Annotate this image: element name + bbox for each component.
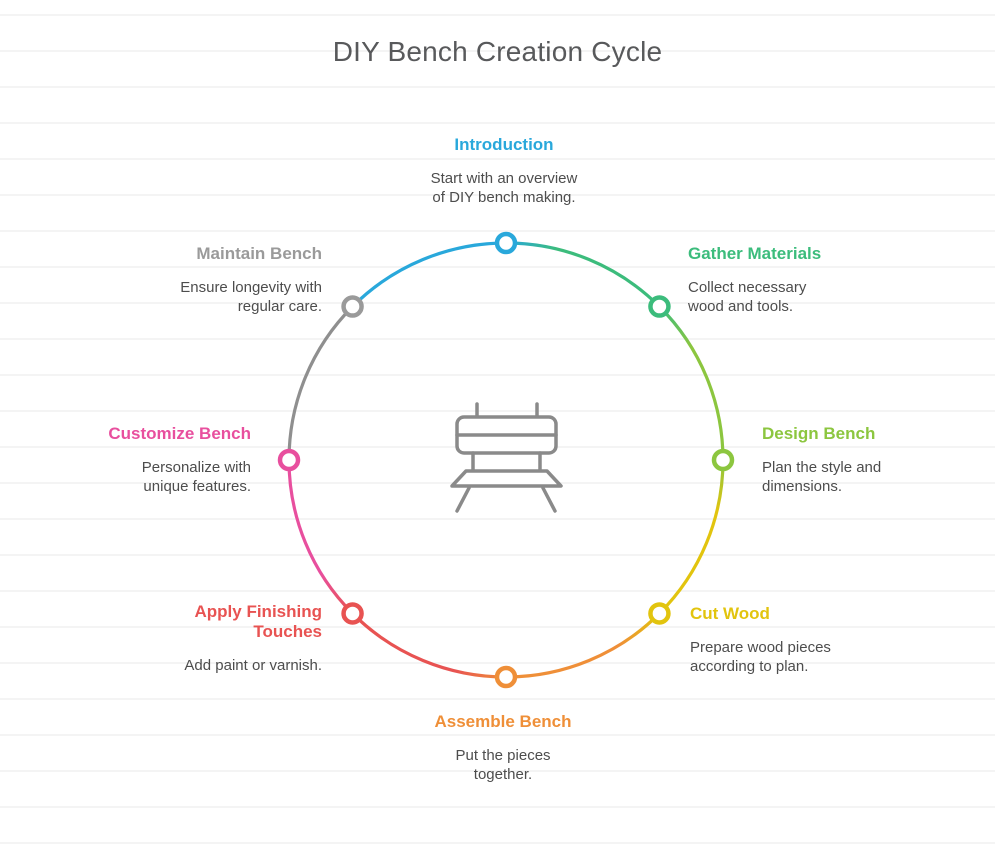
stage-description-line: according to plan.: [690, 658, 809, 675]
stage-node-design-bench: [711, 448, 735, 472]
cycle-nodes: [277, 231, 735, 689]
stage-title: Cut Wood: [690, 604, 770, 623]
stage-title: Introduction: [454, 135, 554, 154]
cycle-arcs: [287, 241, 725, 679]
page-title: DIY Bench Creation Cycle: [332, 36, 663, 67]
stage-description-line: Start with an overview: [430, 170, 578, 187]
stage-description-line: Personalize with: [141, 459, 251, 476]
stage-title: Apply Finishing Touches: [194, 602, 323, 641]
cycle-arc-segment: [351, 612, 507, 679]
stage-title: Assemble Bench: [434, 712, 572, 731]
cycle-arc-segment: [658, 459, 725, 615]
stage-title: Maintain Bench: [196, 244, 322, 263]
stage-title: Design Bench: [762, 424, 876, 443]
stage-node-cut-wood: [648, 602, 671, 625]
stage-node-customize-bench: [277, 448, 301, 472]
bench-icon: [450, 402, 563, 513]
cycle-arc-segment: [505, 241, 661, 308]
stage-node-assemble-bench: [494, 665, 518, 689]
stage-title: Customize Bench: [108, 424, 251, 443]
stage-node-introduction: [494, 231, 518, 255]
cycle-arc-segment: [658, 305, 725, 461]
stage-description-line: unique features.: [143, 478, 251, 495]
stage-description-line: Add paint or varnish.: [184, 657, 322, 674]
stage-description-line: Put the pieces: [455, 747, 551, 764]
stage-node-apply-finishing-touches: [341, 602, 364, 625]
cycle-arc-segment: [287, 305, 354, 461]
stage-description-line: Ensure longevity with: [180, 279, 322, 296]
cycle-arc-segment: [505, 612, 661, 679]
stage-description-line: of DIY bench making.: [432, 189, 576, 206]
stage-description-line: wood and tools.: [688, 298, 794, 315]
stage-node-maintain-bench: [341, 295, 364, 318]
stage-description-line: Plan the style and: [762, 459, 882, 476]
stage-description-line: Collect necessary: [688, 279, 807, 296]
bench-seat: [450, 469, 563, 488]
bench-leg-left: [455, 486, 471, 513]
cycle-arc-segment: [287, 459, 354, 615]
stage-description-line: dimensions.: [762, 478, 843, 495]
cycle-arc-segment: [351, 241, 507, 308]
stage-description-line: Prepare wood pieces: [690, 639, 831, 656]
stage-description-line: regular care.: [237, 298, 322, 315]
bench-leg-right: [541, 486, 557, 513]
stage-description-line: together.: [473, 766, 533, 783]
stage-node-gather-materials: [648, 295, 671, 318]
stage-title: Gather Materials: [688, 244, 822, 263]
